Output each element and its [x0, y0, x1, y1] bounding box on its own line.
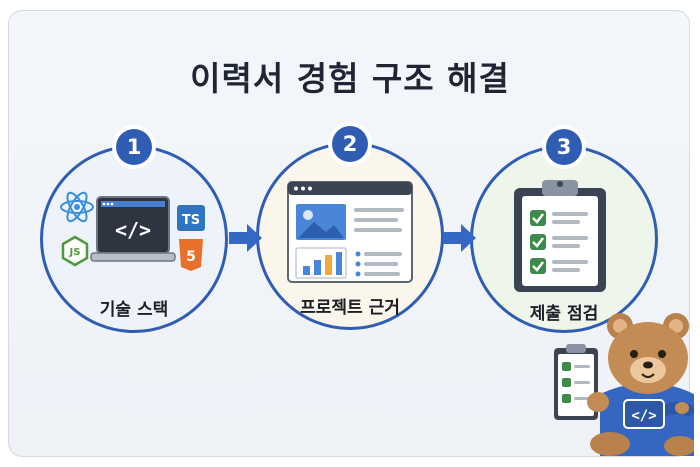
- html5-icon-label: 5: [186, 249, 196, 265]
- step-1-number-badge: 1: [116, 129, 152, 165]
- code-symbol-text: </>: [115, 218, 151, 242]
- arrow-right-icon: [229, 224, 262, 252]
- list-icon: [354, 208, 404, 232]
- step-1-label: 기술 스택: [99, 300, 169, 320]
- step-1-illustration: JS </> TS 5: [60, 191, 205, 271]
- typescript-icon-label: TS: [182, 213, 200, 228]
- teddy-bear-mascot: </>: [554, 313, 694, 456]
- arrow-right-icon: [443, 224, 476, 252]
- step-2-number-badge: 2: [332, 126, 368, 162]
- html5-icon: [179, 239, 203, 271]
- nodejs-icon: [61, 235, 89, 267]
- react-icon: [60, 191, 94, 223]
- step-3-number-badge: 3: [546, 129, 582, 165]
- page-title: 이력서 경험 구조 해결: [190, 59, 510, 98]
- step-2-label: 프로젝트 근거: [300, 298, 400, 318]
- image-icon: [296, 204, 346, 240]
- bullet-list-icon: [355, 251, 402, 277]
- step-3-label: 제출 점검: [529, 304, 599, 324]
- typescript-icon: [177, 205, 205, 231]
- nodejs-icon-label: JS: [69, 247, 81, 258]
- mascot-shirt-code: </>: [631, 408, 656, 424]
- bar-chart-icon: [295, 247, 347, 279]
- laptop-code-icon: [90, 196, 176, 262]
- clipboard-checklist-icon: [514, 180, 606, 292]
- step-2-illustration: [287, 181, 413, 283]
